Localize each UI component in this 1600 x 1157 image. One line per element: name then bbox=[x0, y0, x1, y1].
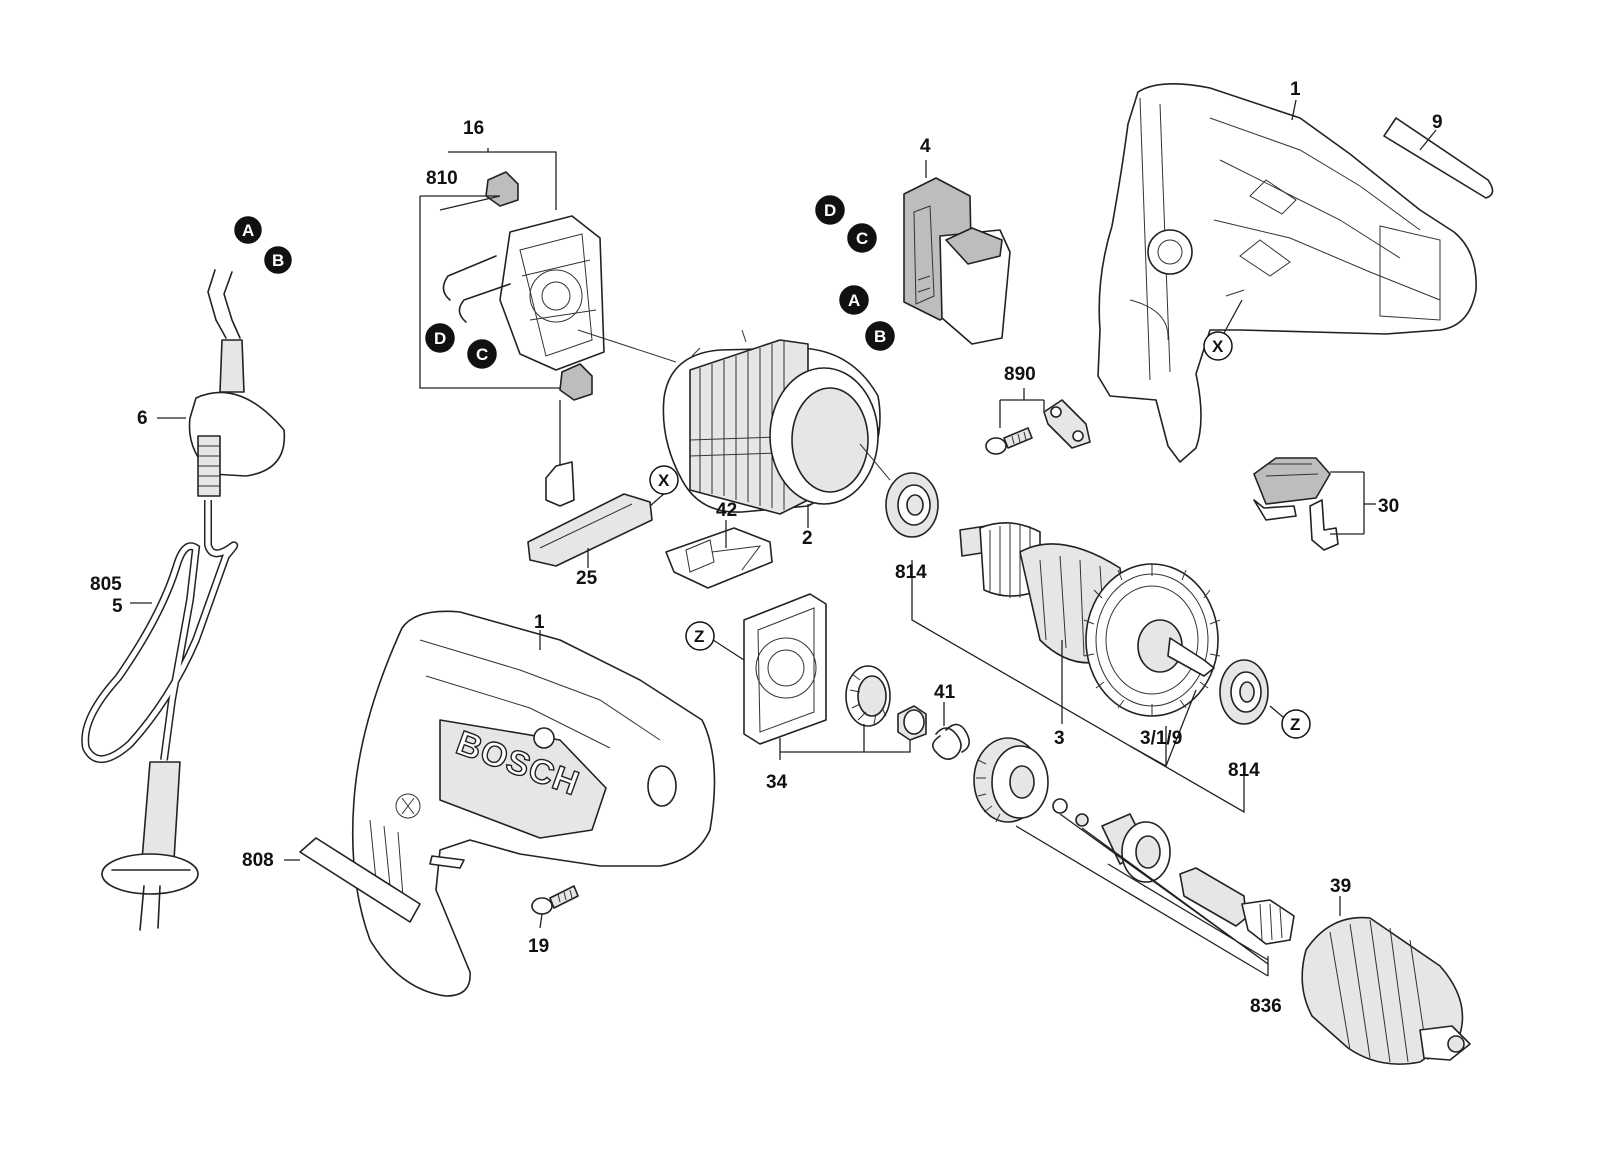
trigger-switch bbox=[903, 177, 1011, 345]
leader-lines bbox=[130, 99, 1437, 977]
carbon-brush-bottom bbox=[559, 363, 593, 401]
label-814-bottom: 814 bbox=[1228, 760, 1260, 781]
drive-gear bbox=[973, 737, 1049, 823]
svg-text:D: D bbox=[434, 329, 446, 348]
svg-text:A: A bbox=[848, 291, 860, 310]
label-805: 805 bbox=[90, 574, 122, 595]
marker-switch-b: B bbox=[865, 321, 895, 351]
armature-rotor bbox=[959, 522, 1221, 717]
ball-bearing-bottom bbox=[1219, 659, 1269, 725]
svg-text:Z: Z bbox=[1290, 715, 1300, 734]
cord-clamp bbox=[1043, 399, 1091, 449]
label-9: 9 bbox=[1432, 112, 1443, 133]
cord-clamp-screw bbox=[985, 427, 1033, 455]
label-6: 6 bbox=[137, 408, 148, 429]
label-19: 19 bbox=[528, 936, 549, 957]
steel-ball bbox=[1052, 798, 1068, 814]
label-810: 810 bbox=[426, 168, 458, 189]
marker-brush-d: D bbox=[425, 323, 455, 353]
connection-markers: A B D C D C A B bbox=[234, 195, 1311, 739]
housing-half-top bbox=[1097, 83, 1477, 463]
label-836: 836 bbox=[1250, 996, 1282, 1017]
svg-text:C: C bbox=[856, 229, 868, 248]
svg-text:B: B bbox=[272, 251, 284, 270]
svg-text:C: C bbox=[476, 345, 488, 364]
brush-spring-wires bbox=[442, 255, 511, 323]
direction-contact bbox=[1309, 499, 1339, 551]
marker-z-bearing: Z bbox=[1281, 709, 1311, 739]
svg-text:X: X bbox=[1212, 337, 1224, 356]
power-cord bbox=[81, 269, 286, 931]
svg-text:Z: Z bbox=[694, 627, 704, 646]
switch-bracket bbox=[545, 461, 575, 507]
direction-switch bbox=[1253, 457, 1331, 521]
compression-spring bbox=[932, 723, 970, 760]
marker-cord-b: B bbox=[264, 246, 292, 274]
label-41: 41 bbox=[934, 682, 956, 703]
label-1-bottom: 1 bbox=[534, 612, 545, 633]
label-39: 39 bbox=[1330, 876, 1351, 897]
marker-x-housing: X bbox=[1203, 331, 1233, 361]
fan-ring bbox=[845, 665, 891, 727]
label-42: 42 bbox=[716, 500, 737, 521]
label-16: 16 bbox=[463, 118, 484, 139]
label-strip bbox=[299, 837, 421, 923]
marker-switch-d: D bbox=[815, 195, 845, 225]
label-25: 25 bbox=[576, 568, 598, 589]
label-3: 3 bbox=[1054, 728, 1065, 749]
marker-brush-c: C bbox=[467, 339, 497, 369]
label-3-1-9: 3/1/9 bbox=[1140, 728, 1182, 749]
marker-switch-c: C bbox=[847, 223, 877, 253]
marker-cord-a: A bbox=[234, 216, 262, 244]
marker-switch-a: A bbox=[839, 285, 869, 315]
o-ring bbox=[1075, 813, 1089, 827]
field-stator bbox=[662, 329, 881, 515]
label-2: 2 bbox=[802, 528, 813, 549]
housing-half-bottom: BOSCH bbox=[351, 610, 716, 997]
drill-spindle bbox=[1179, 867, 1295, 945]
sleeve-bearing bbox=[897, 705, 927, 741]
housing-screw bbox=[531, 885, 579, 915]
label-30: 30 bbox=[1378, 496, 1399, 517]
label-1-top: 1 bbox=[1290, 79, 1301, 100]
assembly-guide-lines bbox=[577, 289, 1245, 481]
part-number-labels: 16 810 4 1 9 6 805 5 890 30 42 2 25 814 … bbox=[90, 79, 1443, 1017]
label-890: 890 bbox=[1004, 364, 1036, 385]
ratchet-gear bbox=[1101, 813, 1171, 883]
label-4: 4 bbox=[920, 136, 931, 157]
ball-bearing-top bbox=[885, 472, 939, 538]
svg-text:A: A bbox=[242, 221, 254, 240]
keyless-chuck bbox=[1301, 916, 1471, 1065]
svg-text:B: B bbox=[874, 327, 886, 346]
brush-holder-plate bbox=[499, 215, 605, 371]
air-baffle bbox=[743, 593, 827, 745]
label-5: 5 bbox=[112, 596, 123, 617]
marker-z-baffle: Z bbox=[685, 621, 715, 651]
label-808: 808 bbox=[242, 850, 274, 871]
svg-text:X: X bbox=[658, 471, 670, 490]
label-34: 34 bbox=[766, 772, 788, 793]
spring-clip bbox=[665, 527, 773, 589]
svg-text:D: D bbox=[824, 201, 836, 220]
vent-strip bbox=[1383, 117, 1494, 199]
label-814-top: 814 bbox=[895, 562, 927, 583]
marker-x-slider: X bbox=[649, 465, 679, 495]
carbon-brush-top bbox=[485, 171, 519, 207]
selector-slider bbox=[527, 493, 653, 567]
